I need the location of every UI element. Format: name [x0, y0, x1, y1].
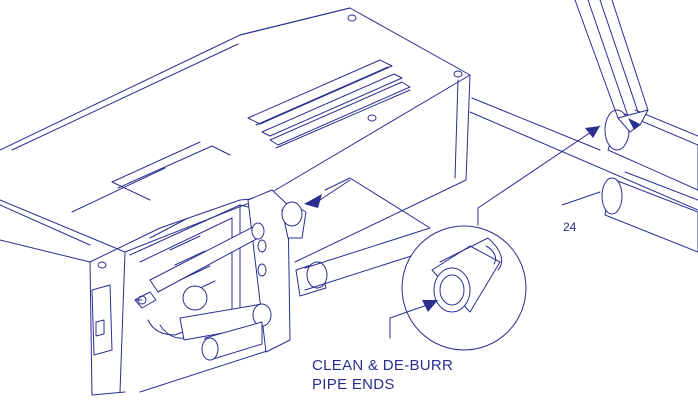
unit-housing — [0, 7, 471, 396]
marker-pen — [574, 0, 649, 133]
arrow-to-unit — [304, 194, 322, 208]
top-panel — [71, 141, 231, 239]
mounting-hole — [347, 14, 357, 22]
detail-magnifier — [304, 125, 601, 351]
flange-hole — [257, 239, 267, 253]
mounting-hole — [97, 261, 107, 269]
mounting-hole — [367, 114, 377, 122]
flange-hole — [257, 263, 267, 277]
part-number-label: 24 — [563, 220, 577, 234]
right-pipes — [469, 97, 698, 253]
callout-leader — [389, 300, 438, 339]
unit-pipe-stubs — [281, 201, 431, 297]
mounting-hole — [453, 70, 463, 78]
connection-bay — [91, 189, 291, 396]
vent-slots — [247, 59, 411, 149]
callout-label-line1: CLEAN & DE-BURR — [312, 357, 453, 374]
service-valve — [134, 291, 157, 309]
callout-label-line2: PIPE ENDS — [312, 376, 395, 393]
pipe-end — [433, 267, 471, 313]
